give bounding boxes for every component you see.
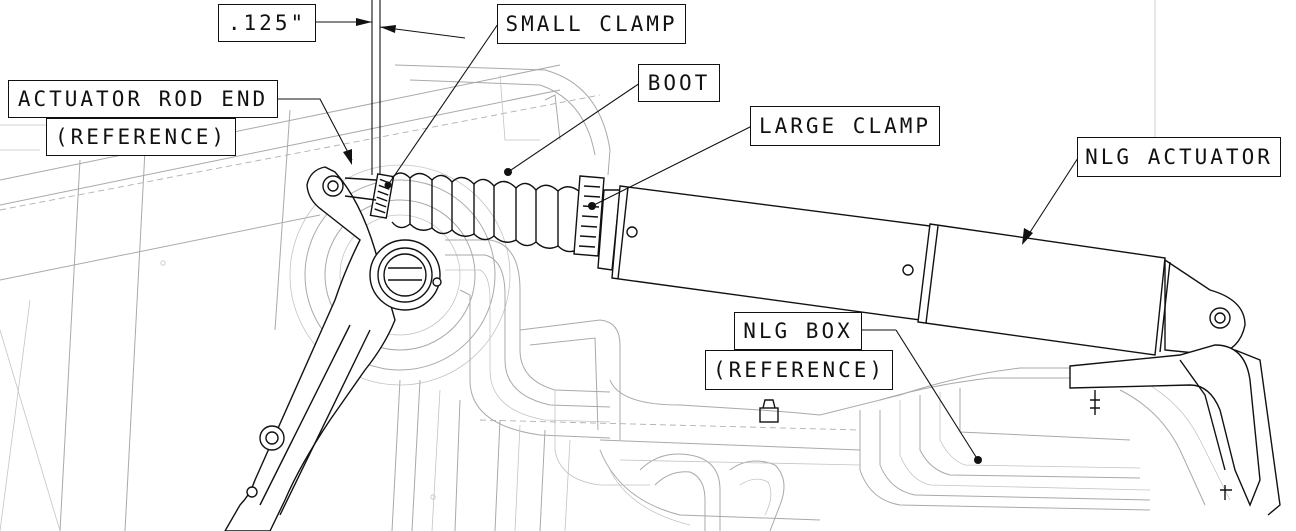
small-clamp-label: SMALL CLAMP — [497, 4, 686, 44]
dimension-125 — [316, 0, 466, 175]
boot — [344, 172, 605, 257]
nlg-actuator — [597, 185, 1281, 516]
actuator-rod-end-label: ACTUATOR ROD END — [8, 80, 278, 118]
large-clamp-label: LARGE CLAMP — [750, 106, 940, 146]
nlg-box-label: NLG BOX — [734, 312, 862, 350]
crank-arm — [224, 166, 396, 531]
pivot-bushing — [369, 239, 442, 311]
dimension-label: .125" — [218, 4, 316, 42]
nlg-actuator-label: NLG ACTUATOR — [1077, 137, 1281, 177]
nlg-box-reference-structure — [0, 0, 1232, 531]
nlg-box-reference-label: (REFERENCE) — [705, 350, 893, 390]
actuator-rod-end-reference-label: (REFERENCE) — [46, 118, 236, 156]
leader-lines — [278, 23, 1079, 464]
boot-label: BOOT — [638, 64, 720, 102]
